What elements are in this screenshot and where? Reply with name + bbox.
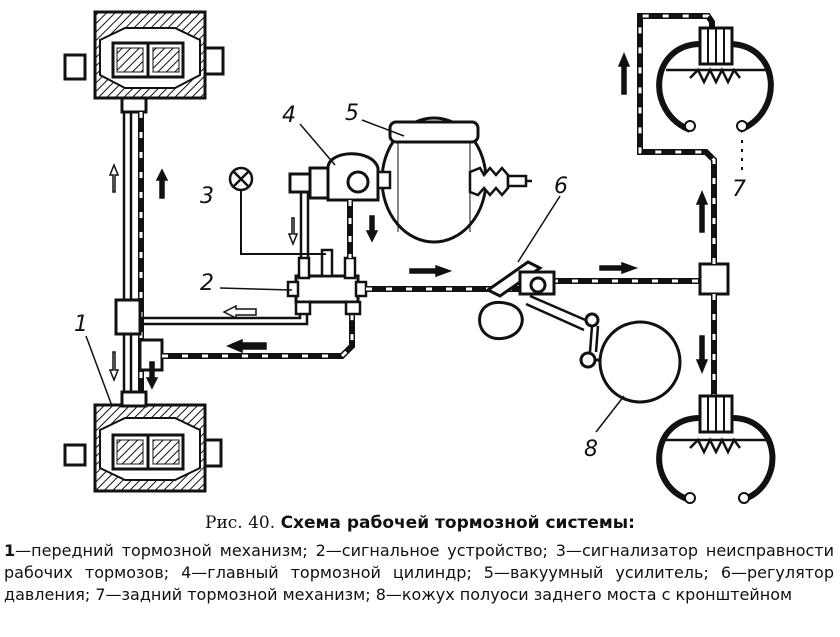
figure-legend: 1—передний тормозной механизм; 2—сигналь…	[4, 540, 834, 606]
label-1: 1	[74, 312, 88, 337]
signalling-device	[286, 248, 368, 316]
label-4: 4	[282, 103, 296, 128]
brake-system-diagram: 1 2 3 4 5 6 7 8	[63, 10, 776, 504]
caption-prefix: Рис. 40.	[205, 513, 276, 533]
front-brake-top	[63, 10, 225, 114]
legend-first-number: 1	[4, 541, 16, 560]
rear-brake-top	[656, 26, 774, 170]
caption-title: Схема рабочей тормозной системы:	[280, 513, 635, 533]
pressure-regulator	[478, 260, 630, 369]
leader-lines	[85, 119, 625, 433]
figure-caption: Рис. 40. Схема рабочей тормозной системы…	[0, 513, 840, 533]
label-7: 7	[732, 177, 746, 202]
rear-brake-bottom	[656, 394, 776, 504]
front-brake-lines	[114, 112, 355, 392]
front-flow-arrows	[108, 162, 267, 390]
label-2: 2	[200, 271, 214, 296]
vacuum-booster	[376, 116, 532, 244]
master-cylinder	[287, 152, 380, 258]
front-brake-bottom	[63, 390, 223, 493]
axle-housing	[598, 320, 682, 404]
legend-text: —передний тормозной механизм; 2—сигнальн…	[4, 541, 834, 604]
rear-flow-arrows	[409, 52, 709, 374]
label-3: 3	[200, 184, 214, 209]
label-6: 6	[554, 174, 568, 199]
warning-lamp	[228, 166, 326, 255]
label-5: 5	[345, 101, 359, 126]
label-8: 8	[584, 437, 598, 462]
